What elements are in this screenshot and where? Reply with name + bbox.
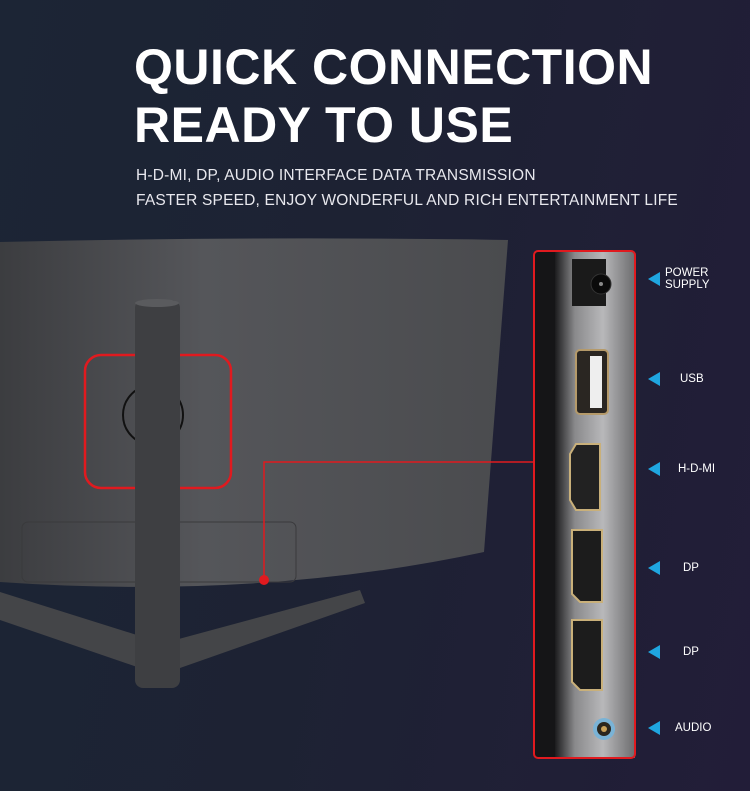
port-label-dp-2: DP [683, 646, 699, 658]
port-label-dp-1: DP [683, 562, 699, 574]
subtitle-line-2: FASTER SPEED, ENJOY WONDERFUL AND RICH E… [136, 192, 678, 209]
arrow-icon [648, 372, 660, 386]
stand-foot [0, 590, 365, 668]
power-jack-icon [572, 259, 612, 306]
callout-line [263, 461, 533, 580]
displayport-icon [571, 619, 603, 691]
headline-line-1: QUICK CONNECTION [134, 39, 654, 95]
ports-highlight [533, 250, 636, 759]
hdmi-port-icon [569, 443, 601, 511]
displayport-icon [571, 529, 603, 603]
audio-jack-icon [593, 718, 615, 740]
stand-neck [135, 300, 180, 688]
arrow-icon [648, 645, 660, 659]
arrow-icon [648, 561, 660, 575]
usb-port-icon [575, 349, 609, 415]
port-label-usb: USB [680, 373, 704, 385]
headline: QUICK CONNECTION READY TO USE [134, 38, 653, 154]
headline-line-2: READY TO USE [134, 97, 514, 153]
port-label-power-supply: POWER SUPPLY [665, 267, 710, 291]
subtitle-line-1: H-D-MI, DP, AUDIO INTERFACE DATA TRANSMI… [136, 167, 536, 184]
arrow-icon [648, 272, 660, 286]
callout-dot [259, 575, 269, 585]
arrow-icon [648, 721, 660, 735]
port-label-hdmi: H-D-MI [678, 463, 716, 475]
arrow-icon [648, 462, 660, 476]
monitor-back-panel [0, 238, 508, 587]
port-label-audio: AUDIO [675, 722, 712, 734]
